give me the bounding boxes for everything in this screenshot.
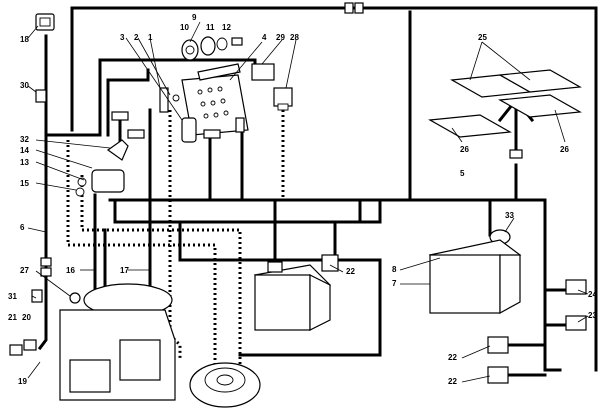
callout-26b: 26: [560, 145, 569, 154]
wire-bottom-loop: [178, 220, 382, 357]
relay-29: [251, 63, 275, 81]
microswitch-22a: [321, 254, 339, 272]
inline-connectors: [40, 257, 52, 277]
callout-5: 5: [460, 169, 465, 178]
callout-18: 18: [20, 35, 29, 44]
callout-32: 32: [20, 135, 29, 144]
callout-22b: 22: [448, 353, 457, 362]
callout-9: 9: [192, 13, 197, 22]
callout-29: 29: [276, 33, 285, 42]
small-parts-left: [9, 289, 81, 356]
wire-dotted-4: [281, 110, 360, 202]
wire-left-trunk: [37, 34, 48, 351]
callout-3: 3: [120, 33, 125, 42]
callout-7: 7: [392, 279, 397, 288]
callout-4: 4: [262, 33, 267, 42]
callout-8: 8: [392, 265, 397, 274]
lamp-assembly: [181, 36, 243, 61]
wire-upper-branch: [44, 58, 257, 137]
callout-15: 15: [20, 179, 29, 188]
callout-28: 28: [290, 33, 299, 42]
callout-12: 12: [222, 23, 231, 32]
microswitch-22c: [487, 366, 509, 384]
callout-17: 17: [120, 266, 129, 275]
control-board: [181, 63, 249, 136]
callout-23: 23: [588, 311, 597, 320]
connector-lights: [509, 149, 523, 159]
callout-16: 16: [66, 266, 75, 275]
callout-6: 6: [20, 223, 25, 232]
fuse-connector-top: [344, 2, 364, 14]
callout-22a: 22: [346, 267, 355, 276]
electric-clutch: [189, 362, 261, 408]
switch-24: [565, 279, 587, 295]
microswitch-22b: [487, 336, 509, 354]
callout-26a: 26: [460, 145, 469, 154]
callout-33: 33: [505, 211, 514, 220]
callout-1: 1: [148, 33, 153, 42]
dotted-wires: [66, 110, 360, 370]
relay-28: [273, 87, 293, 111]
leader-lines: [27, 21, 589, 383]
callout-25: 25: [478, 33, 487, 42]
engine: [59, 283, 176, 401]
fuse-parts: [159, 87, 197, 143]
wire-upper-branch-2: [106, 68, 150, 137]
callout-19: 19: [18, 377, 27, 386]
ignition-key-switch: [35, 13, 55, 31]
fuel-tank: [253, 261, 332, 331]
callout-30: 30: [20, 81, 29, 90]
callout-21: 21: [8, 313, 17, 322]
callout-22c: 22: [448, 377, 457, 386]
wire-top-loop: [70, 6, 598, 372]
callout-2: 2: [134, 33, 139, 42]
callout-31: 31: [8, 292, 17, 301]
switch-23: [565, 315, 587, 331]
battery: [428, 239, 522, 315]
connector-30: [35, 89, 47, 103]
callout-24: 24: [588, 290, 597, 299]
wire-right-trunk: [378, 198, 562, 372]
wire-dotted-3: [168, 110, 182, 360]
light-units: [428, 69, 582, 138]
callout-14: 14: [20, 146, 29, 155]
callout-27: 27: [20, 266, 29, 275]
callout-labels: 18 30 32 14 13 15 6 27 31 21 20 19 16 17…: [8, 13, 597, 386]
callout-13: 13: [20, 158, 29, 167]
callout-10: 10: [180, 23, 189, 32]
small-connectors: [111, 111, 245, 139]
callout-11: 11: [206, 23, 215, 32]
solenoid: [75, 139, 129, 197]
callout-20: 20: [22, 313, 31, 322]
